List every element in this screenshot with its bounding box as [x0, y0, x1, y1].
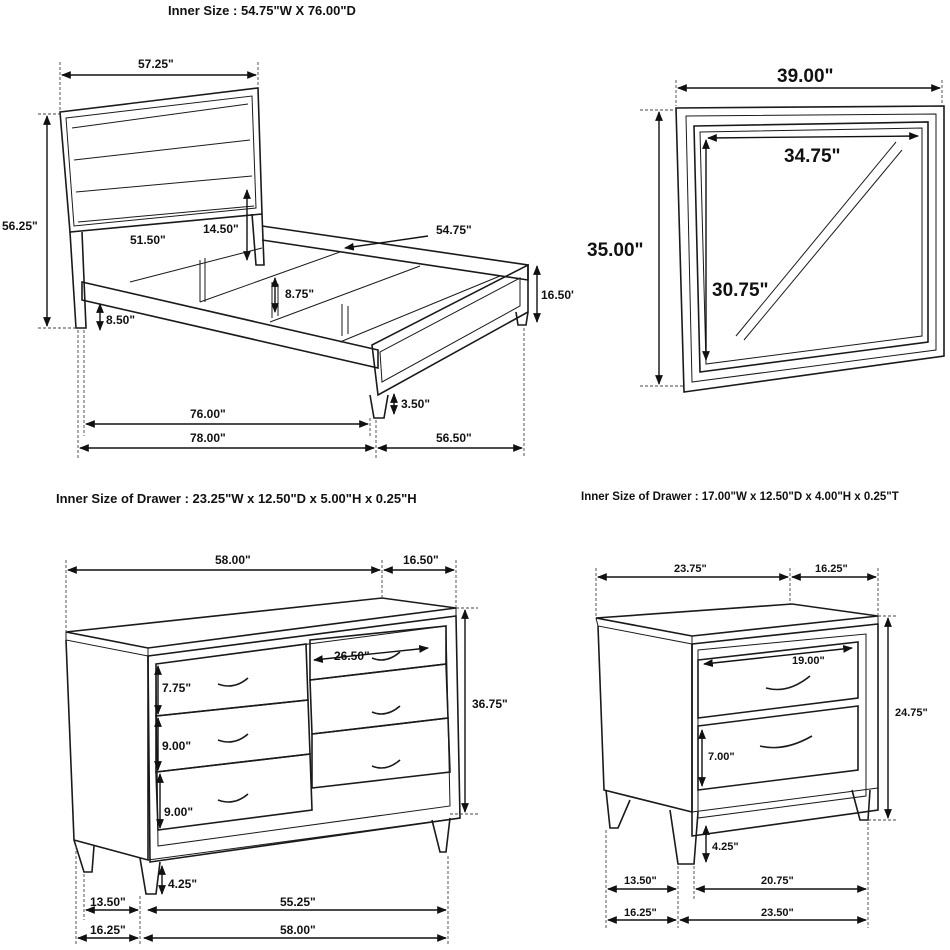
mirror-inner-width-label: 34.75" — [784, 146, 841, 167]
bed-height-dimension: 56.25" — [2, 113, 76, 329]
foot-leg-dimension: 3.50" — [390, 393, 430, 415]
headboard-width-label: 51.50" — [130, 233, 166, 247]
mirror-inner-height-dimension: 30.75" — [702, 139, 769, 361]
bed-length-dimension: 78.00" 56.50" — [77, 328, 525, 458]
headboard-panel-label: 14.50" — [203, 222, 239, 236]
dresser-leg-dimension: 4.25" — [158, 865, 197, 895]
nightstand-depth-bottom-label: 16.25" — [624, 907, 657, 919]
nightstand-height-dimension: 24.75" — [868, 615, 928, 821]
nightstand-width-label: 23.75" — [674, 563, 707, 575]
dresser-width-label: 58.00" — [215, 553, 251, 567]
footboard-height-label: 16.50' — [541, 288, 574, 302]
nightstand-drawer-width-dimension: 19.00" — [703, 645, 853, 667]
bed-depth-side-label: 56.50" — [436, 431, 472, 445]
nightstand-width-bottom-label: 23.50" — [761, 907, 794, 919]
dresser-drawing — [65, 597, 461, 895]
nightstand-depth-label: 16.25" — [815, 563, 848, 575]
nightstand-side-depth-label: 13.50" — [624, 875, 657, 887]
nightstand-leg-label: 4.25" — [712, 841, 739, 853]
footboard-height-dimension: 16.50' — [533, 265, 574, 323]
inner-width-label: 54.75" — [436, 223, 472, 237]
mirror-inner-height-label: 30.75" — [712, 280, 769, 301]
dresser-inner-width-label: 55.25" — [280, 895, 316, 909]
leg-height-label: 8.50" — [106, 313, 135, 327]
mirror-height-label: 35.00" — [587, 240, 644, 261]
bed-inner-size-header: Inner Size : 54.75"W X 76.00"D — [168, 3, 356, 18]
dresser-bottom-dimensions: 13.50" 55.25" 16.25" 58.00" — [75, 846, 449, 946]
dresser-depth-label: 16.50" — [403, 553, 439, 567]
dresser-side-depth-label: 13.50" — [90, 895, 126, 909]
nightstand-bottom-dimensions: 13.50" 20.75" 16.25" 23.50" — [605, 822, 869, 928]
bed-height-label: 56.25" — [2, 219, 38, 233]
dresser-leg-label: 4.25" — [168, 877, 197, 891]
dresser-width-bottom-label: 58.00" — [280, 923, 316, 937]
foot-leg-label: 3.50" — [401, 397, 430, 411]
dresser-drawer1-label: 7.75" — [162, 681, 191, 695]
mirror-inner-width-dimension: 34.75" — [707, 132, 919, 167]
mirror-width-label: 39.00" — [777, 66, 834, 87]
dresser-drawer-width-dimension: 26.50" — [313, 645, 429, 663]
nightstand-height-label: 24.75" — [895, 707, 928, 719]
nightstand-drawing — [595, 603, 879, 865]
bed-length-label: 78.00" — [190, 431, 226, 445]
slat-height-label: 8.75" — [285, 287, 314, 301]
dresser-drawer-width-label: 26.50" — [334, 649, 370, 663]
dresser-drawer-heights: 7.75" 9.00" 9.00" — [154, 665, 193, 829]
bed-inner-length-dimension: 76.00" — [83, 330, 371, 436]
dresser-inner-size-header: Inner Size of Drawer : 23.25"W x 12.50"D… — [56, 491, 417, 506]
dresser-height-dimension: 36.75" — [450, 607, 508, 815]
nightstand-drawer-label: 7.00" — [708, 751, 735, 763]
mirror-height-dimension: 35.00" — [587, 109, 684, 387]
nightstand-width-dimension: 23.75" 16.25" — [595, 563, 879, 618]
bed-inner-length-label: 76.00" — [190, 407, 226, 421]
bed-width-label: 57.25" — [138, 57, 174, 71]
mirror-width-dimension: 39.00" — [675, 66, 943, 106]
nightstand-inner-size-header: Inner Size of Drawer : 17.00"W x 12.50"D… — [581, 491, 899, 503]
nightstand-drawer-width-label: 19.00" — [792, 655, 825, 667]
dresser-drawer3-label: 9.00" — [164, 805, 193, 819]
inner-width-dimension: 54.75" — [344, 223, 472, 251]
dresser-drawer2-label: 9.00" — [162, 739, 191, 753]
dresser-depth-bottom-label: 16.25" — [90, 923, 126, 937]
nightstand-inner-width-label: 20.75" — [761, 875, 794, 887]
nightstand-leg-dimension: 4.25" — [702, 825, 739, 863]
nightstand-drawer-height-dimension: 7.00" — [698, 729, 735, 787]
dresser-height-label: 36.75" — [472, 697, 508, 711]
headboard-panel-dimension: 14.50" — [203, 189, 251, 261]
dresser-width-dimension: 58.00" 16.50" — [65, 553, 457, 632]
slat-height-dimension: 8.75" — [271, 277, 314, 313]
leg-height-dimension: 8.50" — [96, 303, 135, 331]
bed-drawing — [59, 87, 529, 419]
bed-width-dimension: 57.25" — [59, 57, 259, 112]
